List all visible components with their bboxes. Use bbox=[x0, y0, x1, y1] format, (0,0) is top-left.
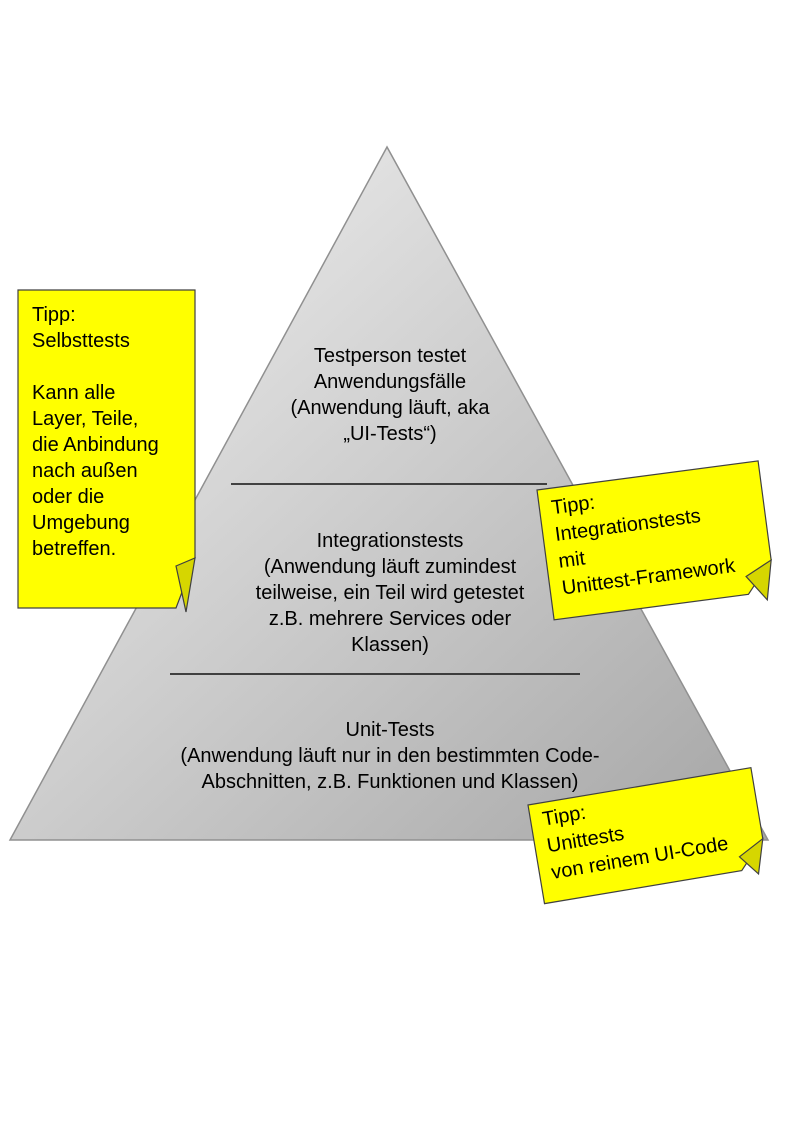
note-unittests: Tipp: Unittests von reinem UI-Code bbox=[527, 767, 767, 905]
pyramid-level-integration-tests-text: Integrationstests (Anwendung läuft zumin… bbox=[255, 530, 525, 656]
pyramid-level-unit-tests-text: Unit-Tests (Anwendung läuft nur in den b… bbox=[180, 719, 600, 793]
note-selbsttests: Tipp: Selbsttests Kann alle Layer, Teile… bbox=[17, 289, 196, 613]
sticky-note-shape bbox=[536, 460, 772, 621]
note-selbsttests-text: Tipp: Selbsttests Kann alle Layer, Teile… bbox=[32, 304, 159, 560]
folded-corner-icon bbox=[738, 837, 764, 876]
pyramid-level-ui-tests-text: Testperson testet Anwendungsfälle (Anwen… bbox=[290, 345, 490, 445]
folded-corner-icon bbox=[745, 558, 772, 602]
sticky-note-shape bbox=[17, 289, 196, 613]
sticky-note-shape bbox=[527, 767, 764, 905]
folded-corner-icon bbox=[175, 557, 196, 613]
note-integrationstests: Tipp: Integrationstests mit Unittest-Fra… bbox=[536, 460, 775, 621]
